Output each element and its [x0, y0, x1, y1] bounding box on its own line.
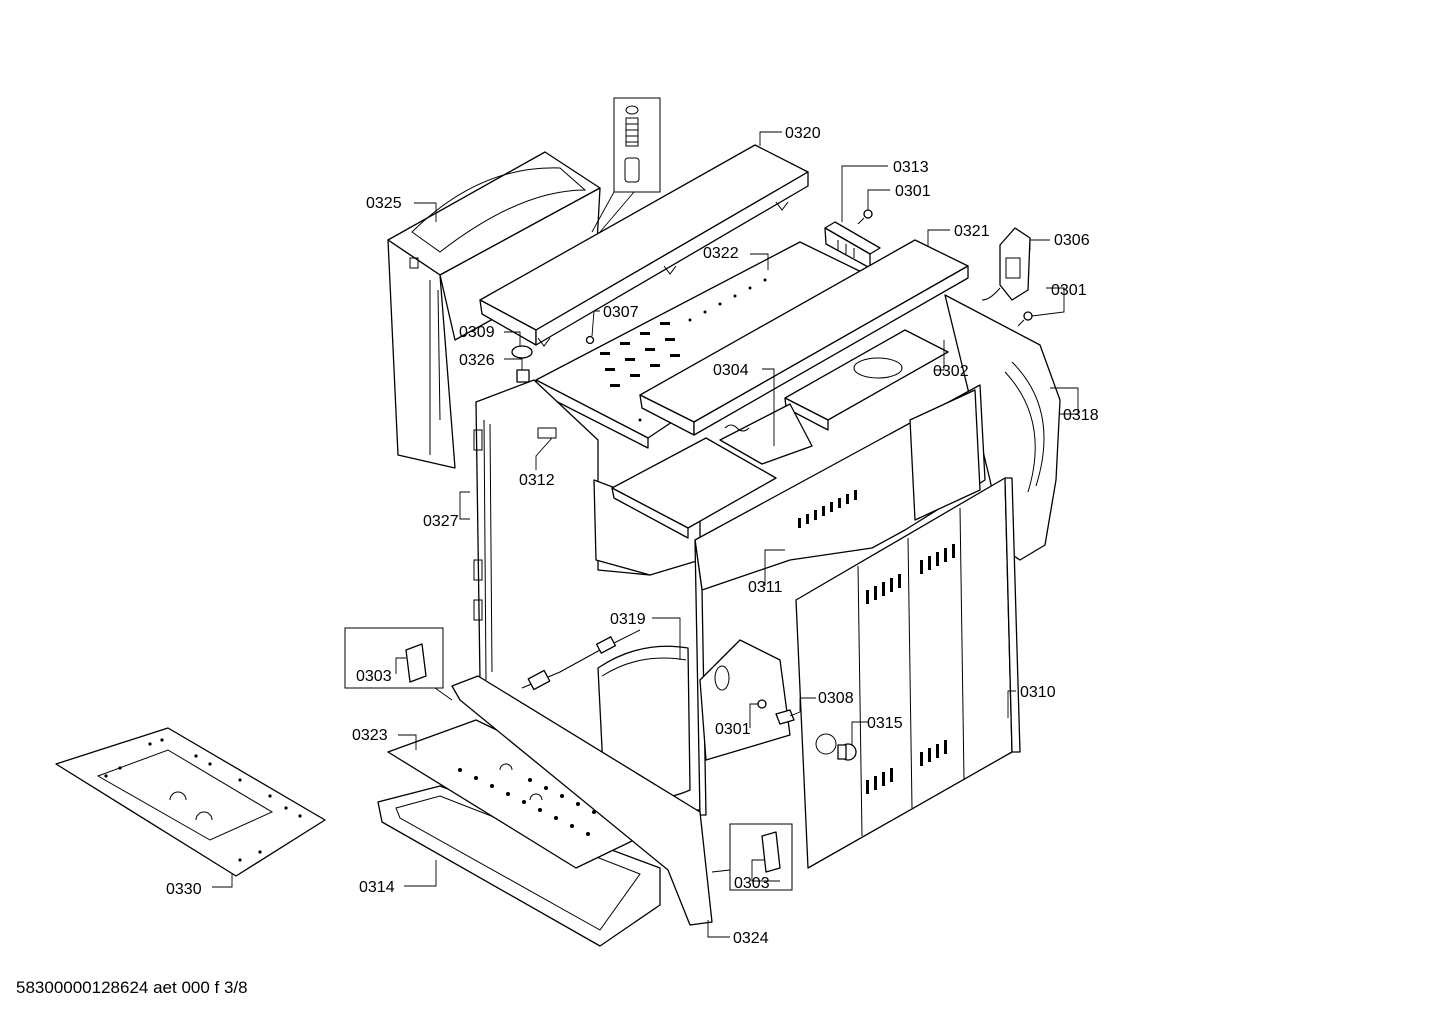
label-0301-top[interactable]: 0301: [895, 183, 931, 200]
label-0313[interactable]: 0313: [893, 159, 929, 176]
label-0315[interactable]: 0315: [867, 715, 903, 732]
label-0319[interactable]: 0319: [610, 611, 646, 628]
label-0301-lower[interactable]: 0301: [715, 721, 751, 738]
screw-0307[interactable]: [585, 335, 595, 345]
label-0330[interactable]: 0330: [166, 881, 202, 898]
front-panel-0324[interactable]: [451, 675, 713, 926]
drip-insert-0302[interactable]: [784, 329, 949, 431]
label-0303-left[interactable]: 0303: [356, 668, 392, 685]
label-0303-bottom[interactable]: 0303: [734, 875, 770, 892]
label-0326[interactable]: 0326: [459, 352, 495, 369]
label-0310[interactable]: 0310: [1020, 684, 1056, 701]
label-0318[interactable]: 0318: [1063, 407, 1099, 424]
mounting-plate-0322[interactable]: [535, 241, 883, 449]
base-plate-0330[interactable]: [55, 727, 326, 877]
screw-0301-lower[interactable]: [757, 699, 767, 709]
top-cover-0320[interactable]: [479, 144, 809, 347]
switch-0306[interactable]: [981, 227, 1031, 301]
label-0306[interactable]: 0306: [1054, 232, 1090, 249]
plug-0326[interactable]: [516, 369, 530, 383]
clip-0308[interactable]: [775, 709, 795, 725]
front-door-0310[interactable]: [795, 477, 1021, 869]
hose-clip-0309[interactable]: [511, 345, 533, 359]
sensor-cable: [521, 629, 641, 691]
label-0320[interactable]: 0320: [785, 125, 821, 142]
label-0323[interactable]: 0323: [352, 727, 388, 744]
valve-assembly-inset: [591, 97, 661, 233]
label-0314[interactable]: 0314: [359, 879, 395, 896]
clip-inset-0303-left: [344, 627, 453, 701]
label-0321[interactable]: 0321: [954, 223, 990, 240]
label-0301-right[interactable]: 0301: [1051, 282, 1087, 299]
label-0311[interactable]: 0311: [748, 579, 783, 596]
screw-0301-top[interactable]: [857, 209, 873, 225]
label-0325[interactable]: 0325: [366, 195, 402, 212]
label-0307[interactable]: 0307: [603, 304, 639, 321]
inner-chassis-0311[interactable]: [694, 384, 986, 816]
label-0324[interactable]: 0324: [733, 930, 769, 947]
knob-0315[interactable]: [837, 743, 857, 761]
side-cover-0321[interactable]: [639, 239, 969, 436]
drip-tray-0314[interactable]: [377, 785, 661, 947]
document-code: 58300000128624 aet 000 f 3/8: [16, 978, 248, 997]
module-0312[interactable]: [537, 427, 777, 539]
label-0304[interactable]: 0304: [713, 362, 749, 379]
label-0322[interactable]: 0322: [703, 245, 739, 262]
callout-labels: 0320 0313 0301 0321 0306 0301 0325 0322 …: [166, 125, 1099, 947]
screw-0301-right[interactable]: [1017, 311, 1033, 327]
label-0309[interactable]: 0309: [459, 324, 495, 341]
label-0312[interactable]: 0312: [519, 472, 555, 489]
leader-lines: [212, 131, 1079, 938]
label-0327[interactable]: 0327: [423, 513, 459, 530]
control-board-0304[interactable]: [719, 403, 813, 465]
label-0302[interactable]: 0302: [933, 363, 969, 380]
label-0308[interactable]: 0308: [818, 690, 854, 707]
clip-inset-0303-bottom: [711, 823, 793, 891]
